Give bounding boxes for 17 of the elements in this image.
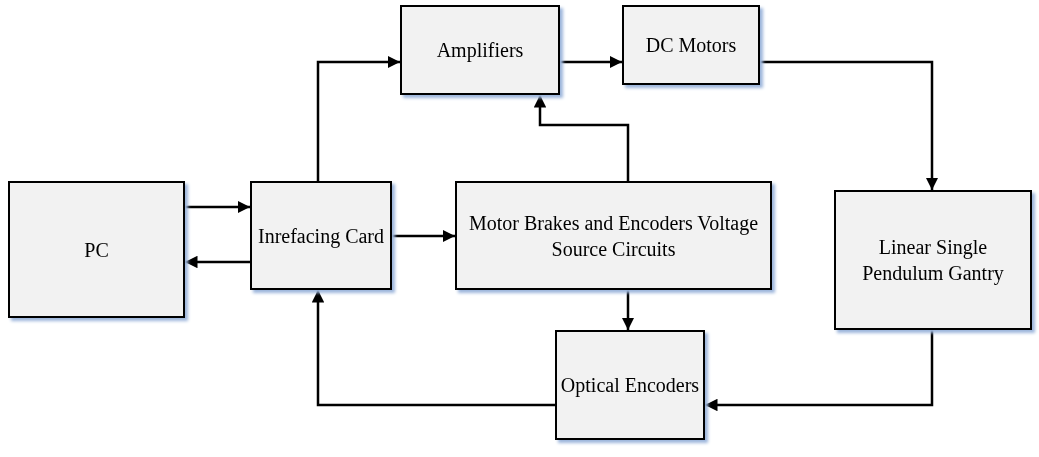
arrow <box>621 290 635 330</box>
block-box: Amplifiers <box>400 5 560 95</box>
block-box: Inrefacing Card <box>250 181 392 290</box>
block-box: Motor Brakes and Encoders Voltage Source Circuits <box>455 181 772 290</box>
arrow <box>311 290 555 407</box>
arrow <box>316 55 400 181</box>
block-box: Optical Encoders <box>555 330 705 440</box>
arrow <box>185 255 250 269</box>
block-box: PC <box>8 181 185 318</box>
arrow <box>705 330 934 412</box>
arrow <box>185 200 250 214</box>
arrow <box>760 60 939 190</box>
arrow <box>533 95 630 181</box>
arrow <box>392 229 455 243</box>
block-box: Linear Single Pendulum Gantry <box>834 190 1032 330</box>
arrow <box>560 55 622 69</box>
block-box: DC Motors <box>622 5 760 85</box>
